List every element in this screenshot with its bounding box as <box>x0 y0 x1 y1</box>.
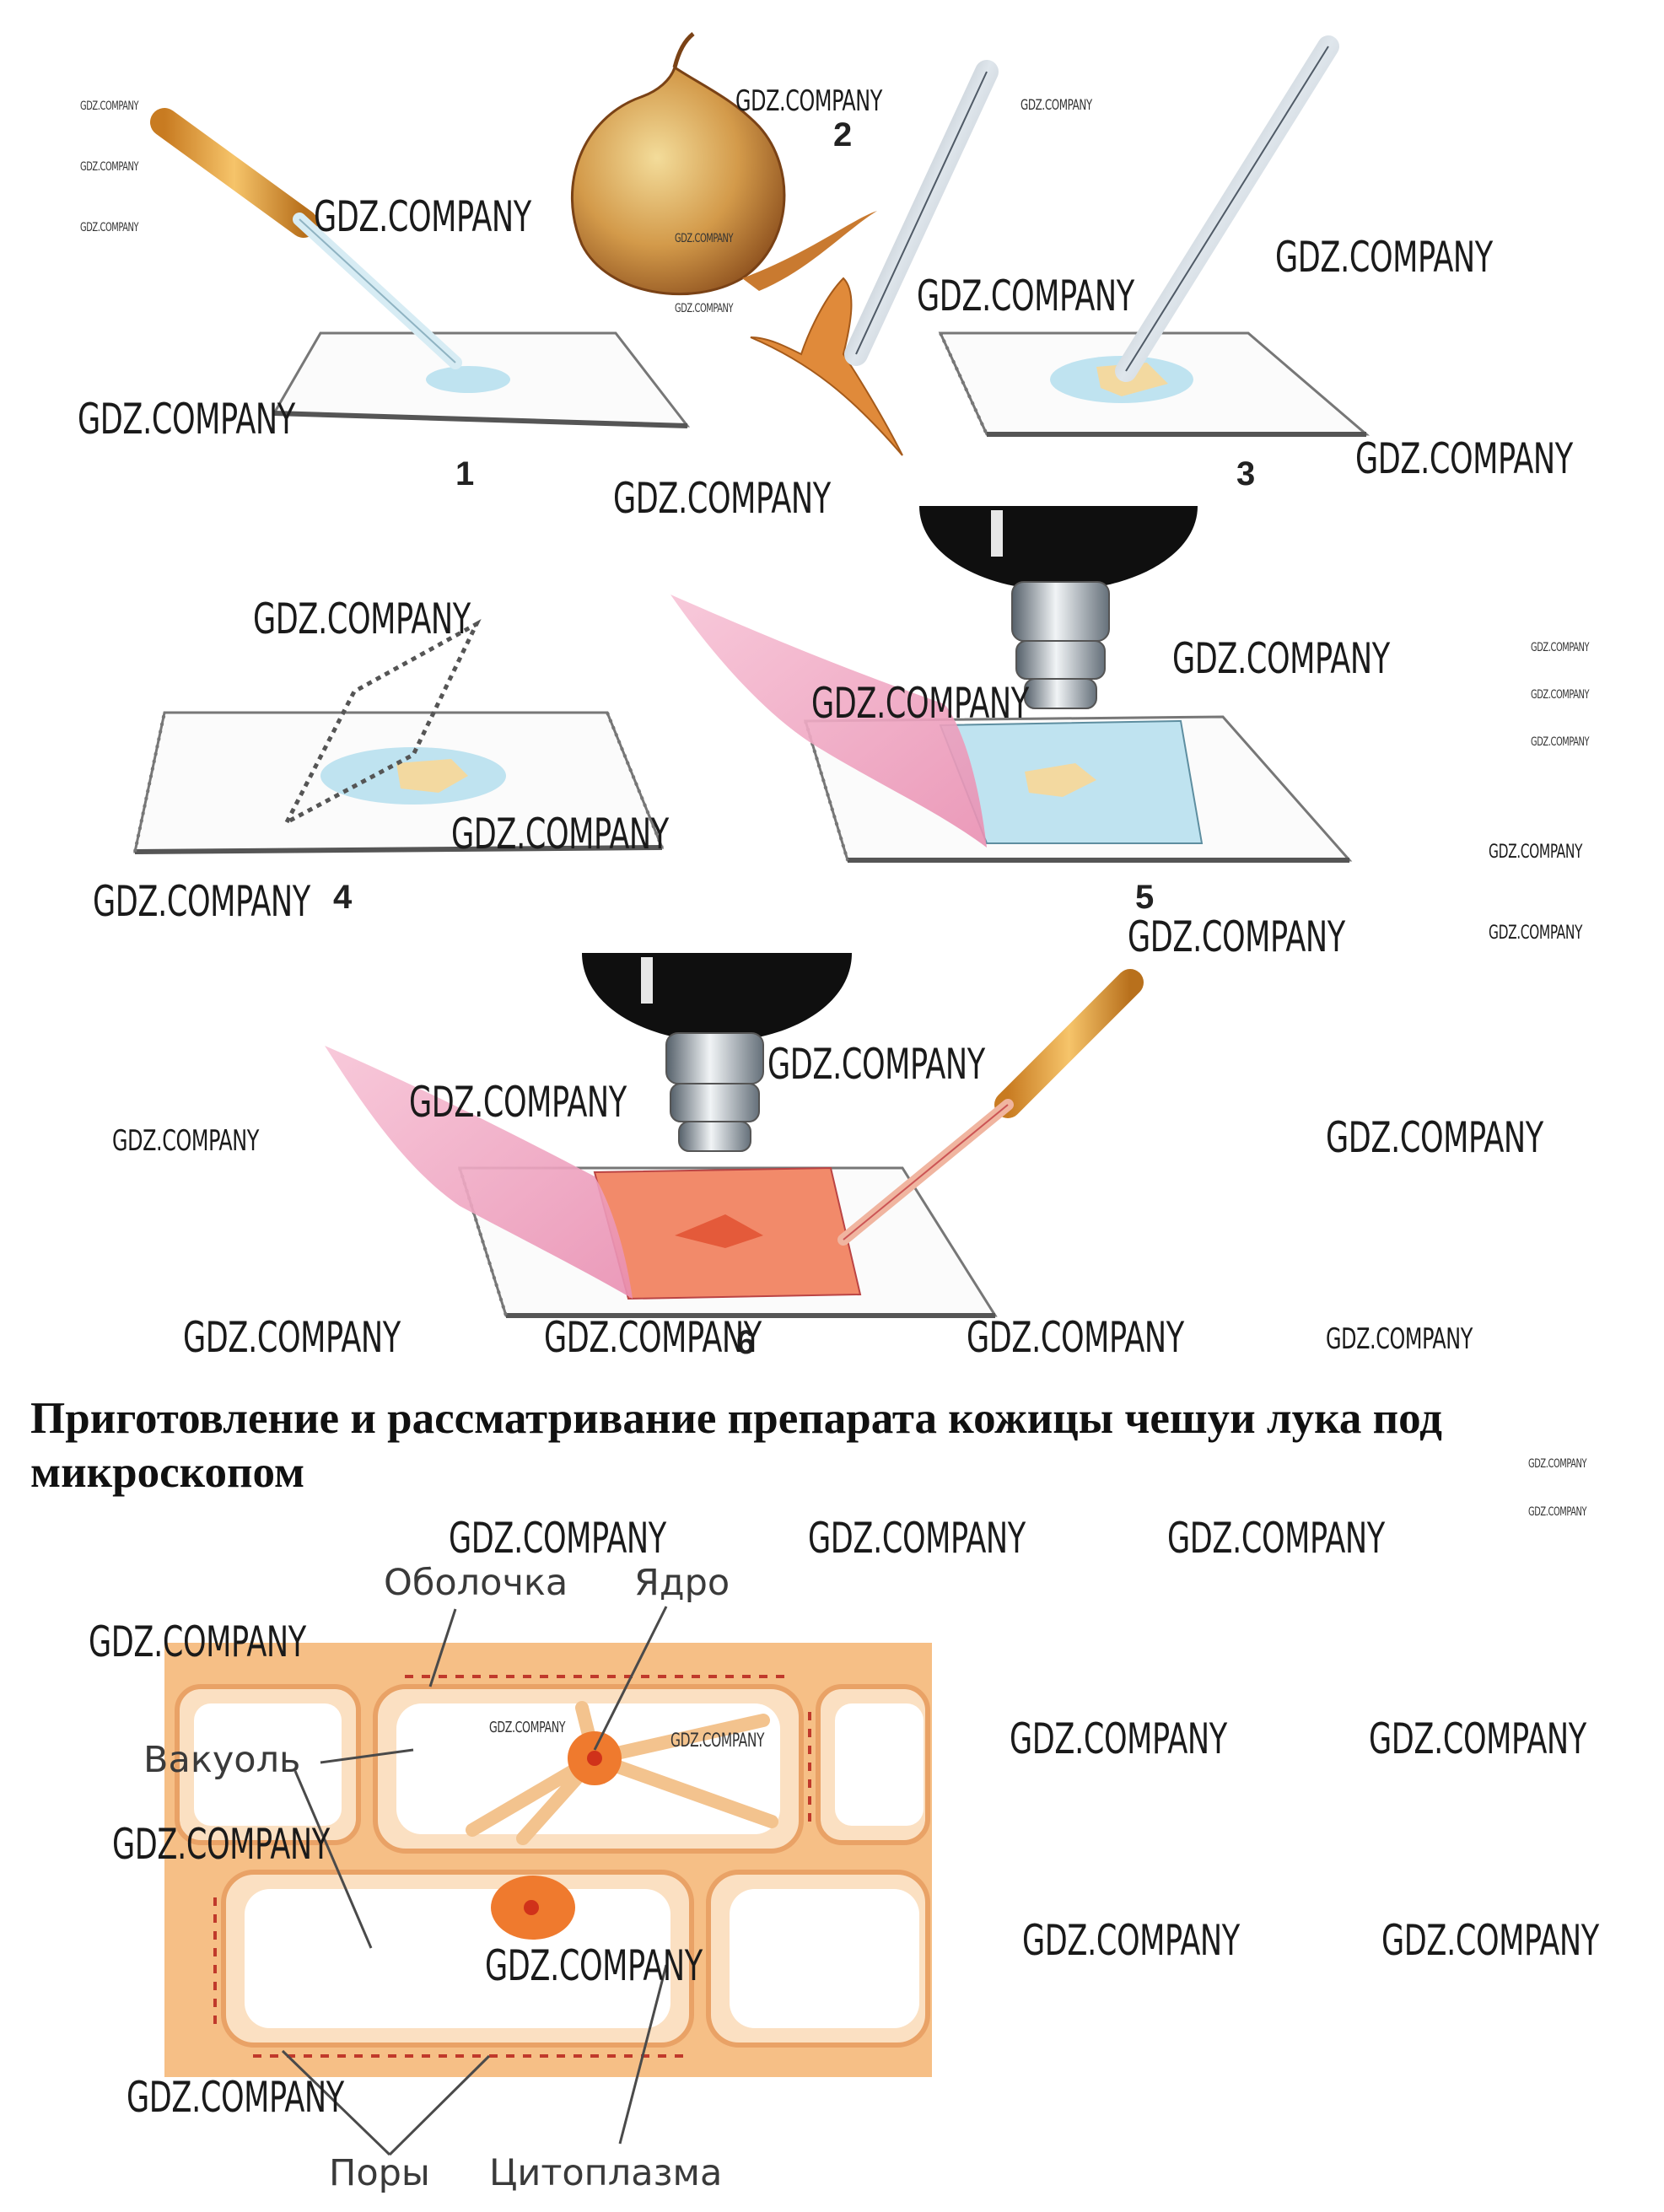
watermark: GDZ.COMPANY <box>1326 1113 1543 1162</box>
filter-paper <box>670 595 987 848</box>
watermark: GDZ.COMPANY <box>451 810 669 858</box>
watermark: GDZ.COMPANY <box>253 595 471 643</box>
filter-paper <box>325 1046 633 1299</box>
microscope-objective <box>919 506 1198 709</box>
step6-figure <box>325 953 1144 1318</box>
watermark: GDZ.COMPANY <box>675 302 734 315</box>
watermark: GDZ.COMPANY <box>1531 688 1590 702</box>
watermark: GDZ.COMPANY <box>1531 735 1590 749</box>
watermark: GDZ.COMPANY <box>1528 1505 1587 1519</box>
watermark: GDZ.COMPANY <box>1528 1457 1587 1471</box>
watermark: GDZ.COMPANY <box>1381 1916 1599 1965</box>
step-number-4: 4 <box>333 879 353 916</box>
label-cytoplasm: Цитоплазма <box>489 2152 723 2194</box>
step-number-3: 3 <box>1236 455 1256 492</box>
step5-figure <box>670 506 1353 863</box>
step4-figure <box>133 619 665 854</box>
watermark: GDZ.COMPANY <box>917 272 1134 320</box>
watermark: GDZ.COMPANY <box>613 474 831 523</box>
watermark: GDZ.COMPANY <box>93 877 310 926</box>
label-membrane: Оболочка <box>384 1562 568 1604</box>
label-pores: Поры <box>329 2152 430 2194</box>
watermark: GDZ.COMPANY <box>80 221 139 234</box>
watermark: GDZ.COMPANY <box>485 1941 703 1990</box>
watermark: GDZ.COMPANY <box>1275 233 1493 282</box>
watermark: GDZ.COMPANY <box>967 1313 1184 1362</box>
watermark: GDZ.COMPANY <box>544 1313 762 1362</box>
watermark: GDZ.COMPANY <box>1167 1514 1385 1563</box>
onion <box>570 65 786 296</box>
watermark: GDZ.COMPANY <box>80 160 139 174</box>
watermark: GDZ.COMPANY <box>80 100 139 113</box>
watermark: GDZ.COMPANY <box>183 1313 401 1362</box>
onion-skin-sample <box>396 759 468 793</box>
watermark: GDZ.COMPANY <box>449 1514 666 1563</box>
label-vacuole: Вакуоль <box>143 1739 301 1781</box>
watermark: GDZ.COMPANY <box>89 1617 306 1666</box>
watermark: GDZ.COMPANY <box>1172 634 1390 683</box>
cover-slip <box>282 619 482 827</box>
figure-caption: Приготовление и рассматривание препарата… <box>30 1394 1442 1497</box>
watermark: GDZ.COMPANY <box>112 1820 330 1869</box>
watermark: GDZ.COMPANY <box>1489 842 1583 863</box>
watermark: GDZ.COMPANY <box>112 1124 259 1158</box>
microscope-objective <box>582 953 852 1152</box>
watermark: GDZ.COMPANY <box>1531 641 1590 654</box>
cytoplasm-strands <box>466 1701 778 1845</box>
watermark: GDZ.COMPANY <box>409 1078 627 1127</box>
water-drop <box>426 366 510 393</box>
step3-figure <box>938 35 1371 437</box>
onion-skin-sample <box>675 1214 763 1248</box>
label-nucleus: Ядро <box>634 1562 730 1604</box>
watermark: GDZ.COMPANY <box>675 232 734 245</box>
iodine-pipette <box>837 969 1144 1246</box>
needle <box>1115 35 1339 382</box>
step-number-6: 6 <box>736 1324 756 1361</box>
watermark: GDZ.COMPANY <box>127 2073 344 2122</box>
watermark: GDZ.COMPANY <box>767 1040 985 1089</box>
watermark: GDZ.COMPANY <box>1010 1714 1227 1763</box>
watermark: GDZ.COMPANY <box>735 84 882 118</box>
step1-figure <box>150 108 691 428</box>
step2-figure <box>570 32 999 456</box>
watermark: GDZ.COMPANY <box>670 1730 765 1752</box>
step-number-1: 1 <box>455 455 475 492</box>
watermark: GDZ.COMPANY <box>314 192 531 241</box>
tweezers <box>844 60 999 366</box>
watermark: GDZ.COMPANY <box>78 395 295 444</box>
pores <box>213 1675 811 2058</box>
onion-skin-sample <box>1025 763 1096 797</box>
step-number-5: 5 <box>1135 879 1155 916</box>
watermark: GDZ.COMPANY <box>1355 434 1573 483</box>
watermark: GDZ.COMPANY <box>808 1514 1026 1563</box>
watermark: GDZ.COMPANY <box>1489 923 1583 944</box>
step-number-2: 2 <box>833 116 853 153</box>
watermark: GDZ.COMPANY <box>811 679 1029 728</box>
onion-cell-diagram <box>164 1606 932 2156</box>
watermark: GDZ.COMPANY <box>1022 1916 1240 1965</box>
pipette <box>150 108 462 369</box>
watermark: GDZ.COMPANY <box>489 1719 566 1736</box>
watermark: GDZ.COMPANY <box>1369 1714 1586 1763</box>
watermark: GDZ.COMPANY <box>1020 97 1092 114</box>
onion-peel <box>750 277 903 456</box>
onion-scale <box>742 211 877 291</box>
watermark: GDZ.COMPANY <box>1326 1322 1473 1356</box>
watermark: GDZ.COMPANY <box>1128 912 1345 961</box>
